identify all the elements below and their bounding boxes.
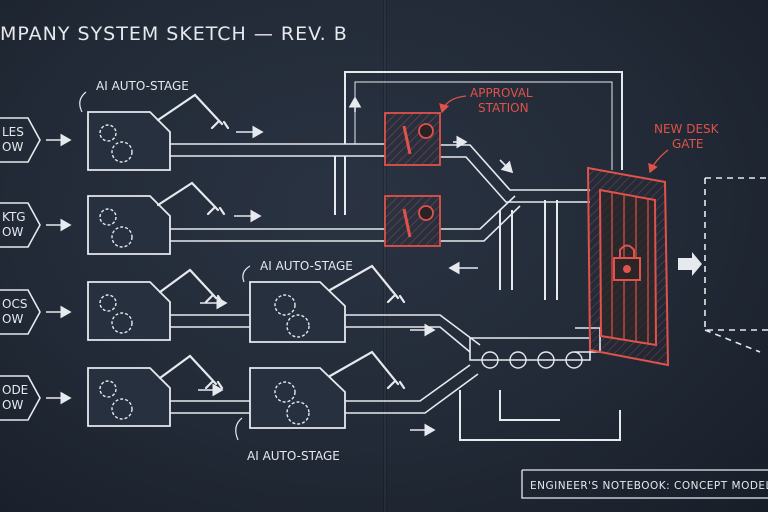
- robot-arm-icon: [158, 268, 224, 304]
- approval-label-line2: STATION: [478, 101, 529, 115]
- notebook-fold: [383, 0, 387, 512]
- input-arrow-1: [0, 117, 41, 163]
- machine-5: [249, 281, 346, 343]
- gauge-icon: [418, 123, 434, 139]
- gauge-icon: [418, 205, 434, 221]
- output-dock: [704, 177, 768, 353]
- new-desk-gate: [586, 166, 670, 367]
- footer-caption: ENGINEER'S NOTEBOOK: CONCEPT MODEL -: [530, 480, 768, 492]
- ai-stage-label-1: AI AUTO-STAGE: [96, 79, 189, 93]
- gear-icon: [111, 398, 133, 420]
- robot-arm-icon: [328, 350, 406, 390]
- input-4-line2: OW: [2, 398, 23, 412]
- lever-icon: [402, 208, 412, 238]
- input-1-line2: OW: [2, 140, 23, 154]
- input-arrow-3: [0, 289, 41, 335]
- diagram-title: MPANY SYSTEM SKETCH — REV. B: [0, 23, 348, 45]
- gear-icon: [286, 401, 310, 425]
- gate-label-line2: GATE: [672, 137, 704, 151]
- robot-arm-icon: [156, 181, 226, 216]
- gear-icon: [99, 380, 117, 398]
- input-3-line2: OW: [2, 312, 23, 326]
- gear-icon: [99, 208, 117, 226]
- gear-icon: [286, 314, 310, 338]
- gear-icon: [111, 312, 133, 334]
- red-callouts: APPROVAL STATION NEW DESK GATE: [439, 86, 720, 174]
- conveyors: [170, 143, 601, 414]
- gear-icon: [274, 381, 296, 403]
- approval-box-1: [384, 112, 441, 166]
- input-arrow-4: [0, 375, 41, 421]
- lever-icon: [402, 125, 412, 155]
- machine-6: [249, 367, 346, 429]
- robot-arm-icon: [328, 264, 406, 304]
- input-3-line1: OCS: [2, 297, 27, 311]
- input-arrows: [0, 117, 72, 421]
- machine-3: [87, 281, 171, 341]
- input-2-line1: KTG: [2, 210, 26, 224]
- machine-2: [87, 195, 171, 255]
- ai-stage-label-2: AI AUTO-STAGE: [260, 259, 353, 273]
- callouts: AI AUTO-STAGE AI AUTO-STAGE AI AUTO-STAG…: [79, 79, 353, 463]
- overhead-pipes: [334, 71, 623, 441]
- input-arrow-2: [0, 202, 41, 248]
- arrow-right-icon: [678, 252, 702, 276]
- robot-arm-icon: [156, 93, 230, 130]
- ai-stage-label-3: AI AUTO-STAGE: [247, 449, 340, 463]
- input-4-line1: ODE: [2, 383, 28, 397]
- flow-arrows: [198, 96, 514, 437]
- approval-stations: [384, 112, 441, 247]
- gear-icon: [111, 141, 133, 163]
- robot-arm-icon: [158, 354, 224, 390]
- conveyor-rollers: [481, 351, 583, 369]
- input-labels: LES OW KTG OW OCS OW ODE OW: [2, 125, 28, 412]
- gear-icon: [99, 294, 117, 312]
- gear-icons: [99, 124, 310, 425]
- gear-icon: [99, 124, 117, 142]
- gear-icon: [274, 294, 296, 316]
- approval-box-2: [384, 195, 441, 247]
- input-1-line1: LES: [2, 125, 24, 139]
- approval-label-line1: APPROVAL: [470, 86, 533, 100]
- stage-machines: [87, 111, 346, 429]
- machine-1: [87, 111, 171, 171]
- gate-label-line1: NEW DESK: [654, 122, 720, 136]
- gear-icon: [111, 226, 133, 248]
- input-2-line2: OW: [2, 225, 23, 239]
- machine-4: [87, 367, 171, 427]
- notebook-footer: ENGINEER'S NOTEBOOK: CONCEPT MODEL -: [521, 469, 768, 499]
